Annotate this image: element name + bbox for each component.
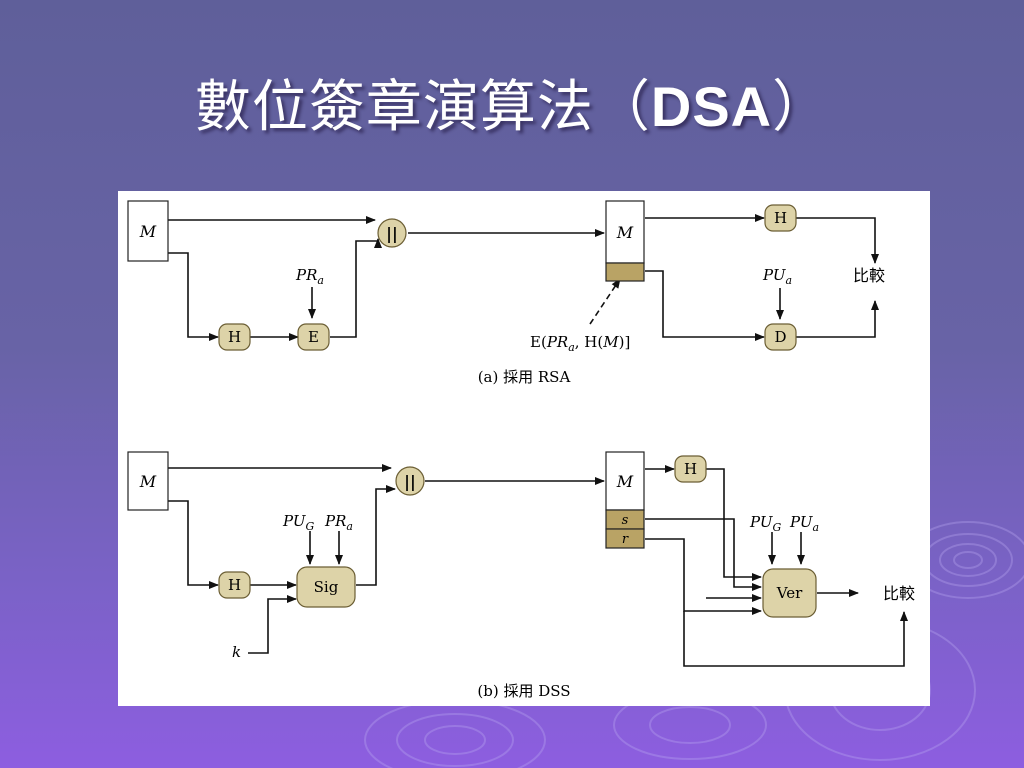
rsa-receiver-hash-node: H <box>764 204 797 232</box>
title-end: ） <box>772 75 830 140</box>
dss-hash-label: H <box>228 576 241 594</box>
dss-sign-label: Sig <box>314 578 339 596</box>
rsa-compare-label: 比較 <box>853 266 885 285</box>
dss-hash-node: H <box>218 571 251 599</box>
diagram-dss: M H Sig PUG PRa k || M s r H <box>127 451 915 700</box>
dss-received-r-block <box>605 528 645 549</box>
dss-sign-node: Sig <box>296 566 356 608</box>
rsa-signature-label: E(PRa, H(M)] <box>530 333 630 354</box>
diagram-rsa: M H E PRa || M H PUa D <box>127 200 885 386</box>
dss-received-message-box <box>605 451 645 511</box>
rsa-message-box <box>127 200 169 262</box>
dss-concat-node: || <box>395 466 425 496</box>
rsa-received-signature-block <box>605 262 645 282</box>
dss-receiver-hash-label: H <box>684 460 697 478</box>
dss-verify-public-key: PUa <box>789 513 819 534</box>
rsa-decrypt-node: D <box>764 323 797 351</box>
dss-concat-label: || <box>404 472 416 491</box>
dss-verify-global-key: PUG <box>749 513 781 534</box>
rsa-decrypt-label: D <box>774 328 786 346</box>
rsa-message-label: M <box>139 222 157 241</box>
rsa-caption: (a) 採用 RSA <box>478 368 571 386</box>
title-chinese: 數位簽章演算法（ <box>194 75 651 140</box>
dss-global-public-key: PUG <box>282 512 314 533</box>
title-latin: DSA <box>650 75 773 138</box>
slide-title: 數位簽章演算法（DSA） <box>0 62 1024 143</box>
dss-received-r-label: r <box>622 532 629 547</box>
dss-private-key: PRa <box>324 512 353 533</box>
rsa-encrypt-node: E <box>297 323 330 351</box>
rsa-hash-label: H <box>228 328 241 346</box>
rsa-received-message-label: M <box>616 223 634 242</box>
dss-caption: (b) 採用 DSS <box>477 682 570 700</box>
rsa-private-key: PRa <box>295 266 324 287</box>
dss-received-s-label: s <box>622 513 629 528</box>
rsa-receiver-hash-label: H <box>774 209 787 227</box>
dss-received-message-label: M <box>616 472 634 491</box>
rsa-public-key: PUa <box>762 266 792 287</box>
dss-verify-node: Ver <box>762 568 817 618</box>
rsa-received-message-box <box>605 200 645 264</box>
signature-diagram: M H E PRa || M H PUa D <box>127 200 915 700</box>
rsa-concat-node: || <box>377 218 407 248</box>
rsa-concat-label: || <box>386 224 398 243</box>
dss-message-label: M <box>139 472 157 491</box>
dss-verify-label: Ver <box>776 584 803 602</box>
dss-message-box <box>127 451 169 511</box>
dss-random-k: k <box>232 643 241 661</box>
rsa-encrypt-label: E <box>308 328 319 346</box>
diagram-panel: M H E PRa || M H PUa D <box>118 191 930 706</box>
dss-compare-label: 比較 <box>883 584 915 603</box>
rsa-hash-node: H <box>218 323 251 351</box>
dss-receiver-hash-node: H <box>674 455 707 483</box>
